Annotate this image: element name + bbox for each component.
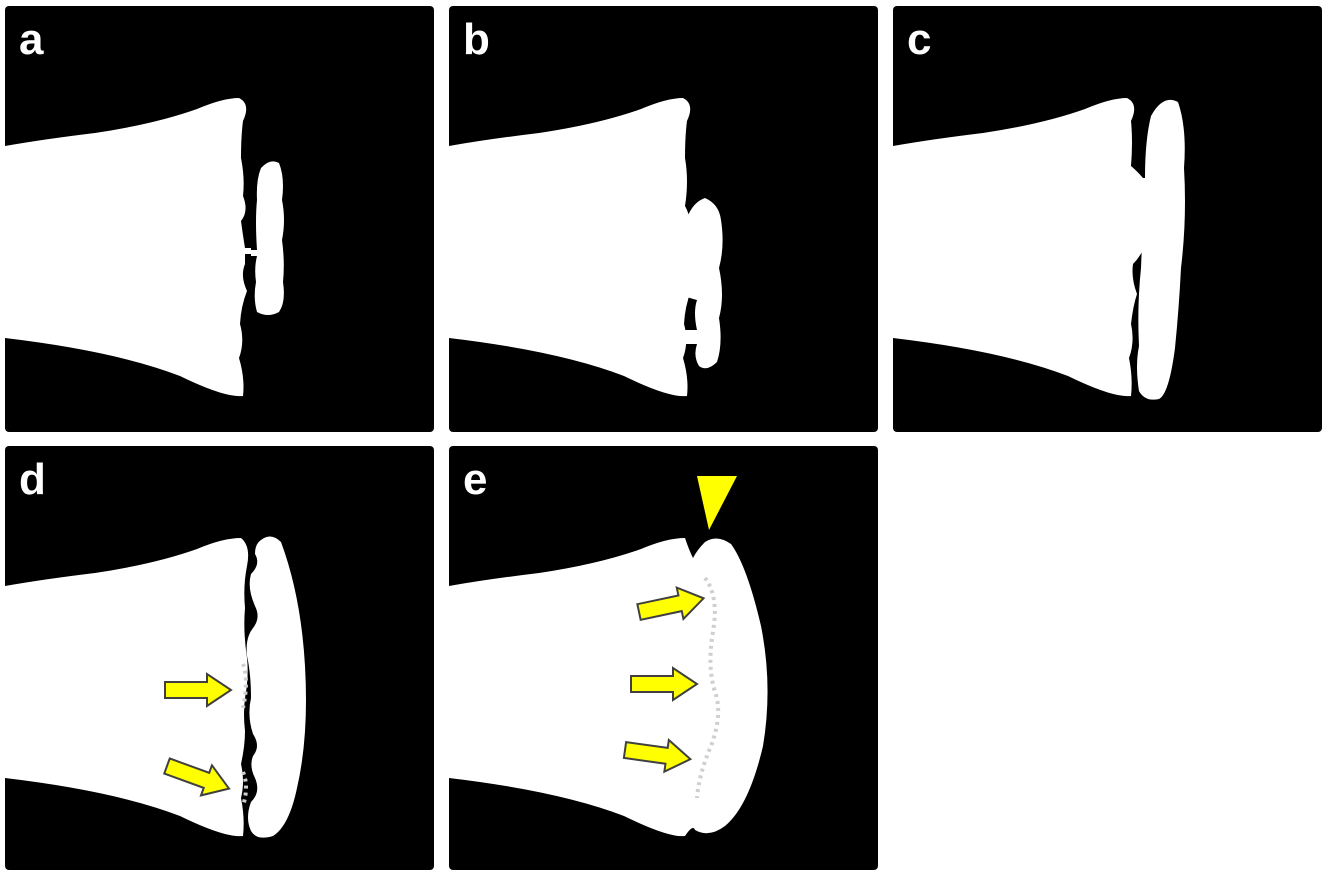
panel-d: d (5, 446, 434, 870)
panel-label-d: d (19, 458, 46, 502)
panel-e-illustration (449, 446, 878, 870)
bone-shaft (893, 98, 1147, 396)
panel-d-illustration (5, 446, 434, 870)
epiphysis-plate (1137, 100, 1185, 400)
panel-label-c: c (907, 18, 931, 62)
arrowhead-icon (697, 476, 737, 530)
panel-c: c (893, 6, 1322, 432)
epiphysis-fragment (677, 198, 723, 368)
panel-b: b (449, 6, 878, 432)
panel-e: e (449, 446, 878, 870)
panel-a-illustration (5, 6, 434, 432)
panel-b-illustration (449, 6, 878, 432)
bone-shaft (449, 98, 691, 396)
panel-label-e: e (463, 458, 487, 502)
panel-c-illustration (893, 6, 1322, 432)
panel-label-a: a (19, 18, 43, 62)
epiphysis-fragment (251, 161, 284, 315)
panel-label-b: b (463, 18, 490, 62)
bone-with-fused-epiphysis (449, 538, 768, 836)
bone-shaft (5, 98, 251, 396)
panel-a: a (5, 6, 434, 432)
epiphysis-cap (247, 536, 306, 837)
